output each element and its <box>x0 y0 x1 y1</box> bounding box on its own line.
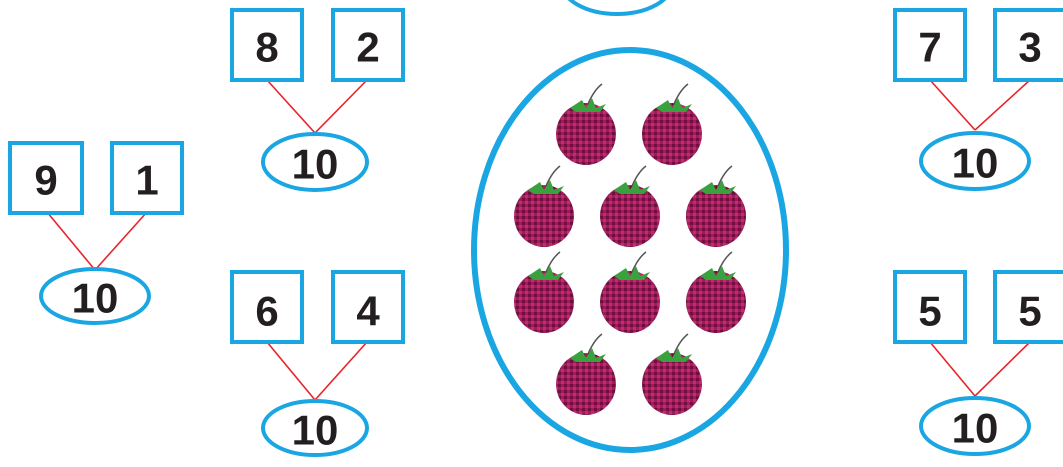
raspberry-icon <box>514 165 574 247</box>
number-bond-5: 5 5 10 <box>893 270 1063 456</box>
part-value: 5 <box>1018 288 1041 335</box>
whole-oval <box>919 396 1031 456</box>
part-box <box>110 141 184 215</box>
raspberry-group-oval <box>471 47 789 453</box>
number-bond-3: 6 4 10 <box>230 270 405 457</box>
part-box <box>893 8 967 82</box>
part-box <box>331 270 405 344</box>
raspberry-icon <box>686 165 746 247</box>
part-value: 5 <box>918 288 941 335</box>
whole-oval <box>261 132 369 192</box>
raspberry-icon <box>600 165 660 247</box>
raspberry-icon <box>642 83 702 165</box>
part-box <box>893 270 967 344</box>
part-value: 7 <box>918 24 941 71</box>
part-value: 3 <box>1018 24 1041 71</box>
partial-top-oval <box>567 0 667 16</box>
part-value: 1 <box>135 157 158 204</box>
whole-oval <box>39 267 151 325</box>
part-value: 8 <box>255 24 278 71</box>
part-value: 4 <box>356 288 380 335</box>
raspberry-icon <box>514 251 574 333</box>
part-box <box>993 270 1063 344</box>
raspberry-icon <box>686 251 746 333</box>
part-box <box>331 8 405 82</box>
whole-value: 10 <box>292 141 339 188</box>
whole-oval <box>261 399 369 457</box>
part-box <box>8 141 84 215</box>
raspberry-icon <box>600 251 660 333</box>
part-value: 9 <box>34 157 57 204</box>
number-bond-1: 9 1 10 <box>8 141 184 325</box>
part-value: 2 <box>356 24 379 71</box>
raspberry-icon <box>556 83 616 165</box>
whole-value: 10 <box>952 405 999 452</box>
number-bond-2: 8 2 10 <box>230 8 405 192</box>
whole-value: 10 <box>292 407 339 454</box>
part-box <box>993 8 1063 82</box>
whole-value: 10 <box>72 275 119 322</box>
raspberry-icon <box>642 333 702 415</box>
part-box <box>230 8 304 82</box>
whole-oval <box>919 131 1031 191</box>
part-box <box>230 270 304 344</box>
number-bond-4: 7 3 10 <box>893 8 1063 191</box>
raspberry-icon <box>556 333 616 415</box>
part-value: 6 <box>255 288 278 335</box>
whole-value: 10 <box>952 140 999 187</box>
raspberry-group <box>514 83 746 415</box>
